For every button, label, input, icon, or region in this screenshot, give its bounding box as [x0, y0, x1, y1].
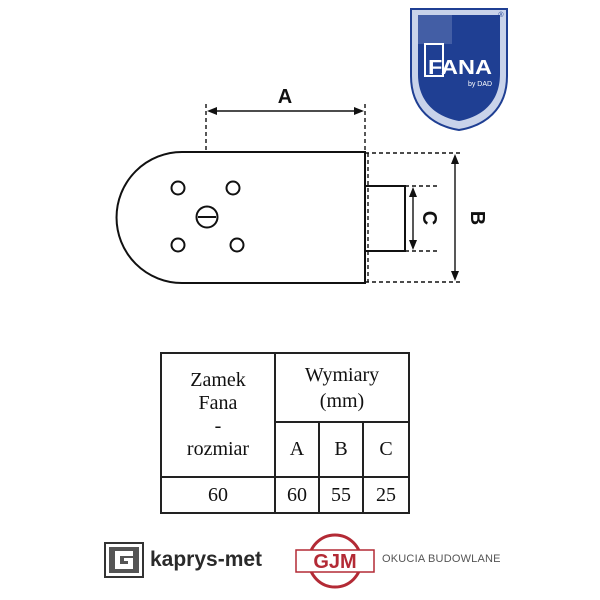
- cell-c: 25: [363, 477, 409, 513]
- logo-registered-mark: ®: [498, 11, 504, 19]
- header-lock-size: Zamek Fana - rozmiar: [161, 353, 275, 477]
- header-dimensions: Wymiary (mm): [275, 353, 409, 423]
- dim-c-label: C: [418, 211, 440, 225]
- fana-logo: FANA by DAD ®: [410, 8, 508, 132]
- header-lock-size-line: -: [214, 415, 222, 437]
- logo-highlight: [418, 15, 452, 44]
- gjm-logo: GJM OKUCIA BUDOWLANE: [292, 533, 512, 589]
- dim-b-arrow-top: [451, 154, 459, 164]
- header-lock-size-line: Zamek: [190, 369, 246, 391]
- logo-brand-text: FANA: [428, 57, 492, 79]
- gjm-tagline: OKUCIA BUDOWLANE: [382, 553, 501, 565]
- dim-b-arrow-bottom: [451, 271, 459, 281]
- header-lock-size-line: Fana: [198, 392, 238, 414]
- lock-body: [115, 151, 366, 284]
- cell-a: 60: [275, 477, 319, 513]
- kaprys-name: kaprys-met: [150, 548, 263, 571]
- header-lock-size-line: rozmiar: [186, 438, 250, 460]
- dim-c-arrow-bottom: [409, 240, 417, 250]
- cell-b: 55: [319, 477, 363, 513]
- dim-a-label: A: [278, 86, 292, 108]
- header-dimensions-line: (mm): [319, 389, 365, 412]
- kaprys-met-logo: kaprys-met: [104, 540, 274, 580]
- dim-b-label: B: [466, 211, 488, 225]
- keyhole-icon: [195, 205, 219, 229]
- mounting-hole-icon: [225, 180, 241, 196]
- dim-a-arrow-right: [354, 107, 364, 115]
- dimensions-table: Zamek Fana - rozmiar Wymiary (mm) A B C …: [160, 352, 410, 514]
- table-row: 60 60 55 25: [161, 477, 409, 513]
- logo-shield: [418, 15, 500, 121]
- cell-size: 60: [161, 477, 275, 513]
- subheader-b: B: [319, 422, 363, 477]
- lock-cam: [364, 185, 406, 252]
- logo-byline: by DAD: [468, 81, 492, 88]
- mounting-hole-icon: [170, 180, 186, 196]
- subheader-c: C: [363, 422, 409, 477]
- dim-c-arrow-top: [409, 187, 417, 197]
- gjm-logo-text: GJM: [313, 551, 356, 573]
- mounting-hole-icon: [229, 237, 245, 253]
- kaprys-emblem-icon: [104, 542, 144, 578]
- dim-a-arrow-left: [207, 107, 217, 115]
- mounting-hole-icon: [170, 237, 186, 253]
- header-dimensions-line: Wymiary: [304, 363, 380, 386]
- logo-letter-box: [424, 43, 444, 77]
- subheader-a: A: [275, 422, 319, 477]
- gjm-emblem-icon: GJM: [295, 533, 375, 589]
